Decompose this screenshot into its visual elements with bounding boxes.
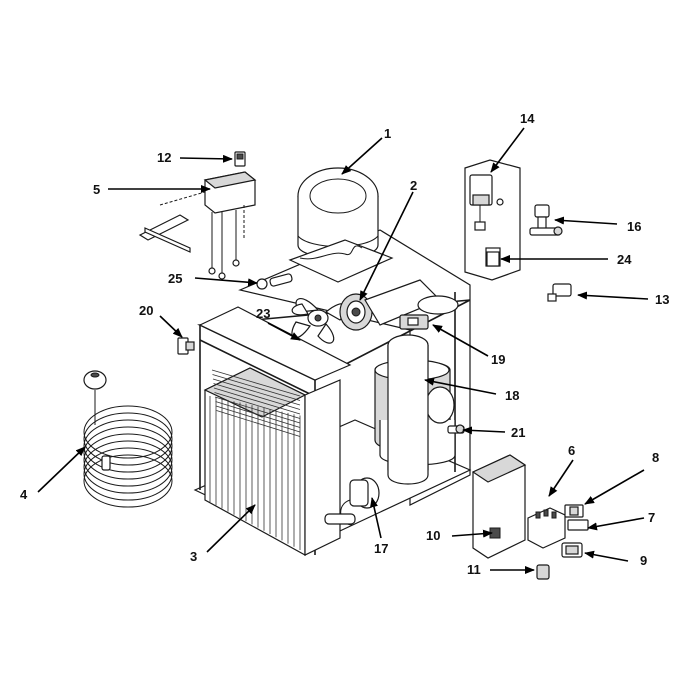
- leader-12: [179, 154, 233, 163]
- callout-10: 10: [426, 528, 440, 543]
- fan-motor: [339, 279, 442, 331]
- leader-9: [584, 550, 629, 562]
- leader-lines: [37, 127, 649, 574]
- condenser-top-fin: [213, 383, 301, 410]
- leader-21: [462, 426, 506, 435]
- condenser-top-fin: [213, 387, 301, 415]
- callout-14: 14: [520, 111, 535, 126]
- control-switch: [486, 251, 500, 267]
- leader-2: [359, 191, 414, 301]
- filter-drier: [256, 273, 293, 290]
- water-inlet-valve: [529, 204, 563, 236]
- leader-13: [577, 291, 649, 300]
- leader-7: [587, 517, 645, 531]
- condenser-top-fin: [214, 392, 301, 419]
- water-level-sensor: [399, 295, 459, 330]
- leader-20: [159, 315, 183, 338]
- compressor: [288, 167, 394, 283]
- callout-9: 9: [640, 553, 647, 568]
- callout-labels: 1 2 3 4 5 6 7 8 9 10 11 12 13 14 16 17 1…: [20, 111, 669, 577]
- leader-17: [370, 497, 382, 539]
- callout-23: 23: [256, 306, 270, 321]
- callout-1: 1: [384, 126, 391, 141]
- coil-ring: [83, 440, 173, 494]
- water-coil-assembly: [83, 370, 173, 508]
- contactor: [527, 507, 566, 549]
- condenser-top-fin: [215, 401, 301, 428]
- coil-ring: [83, 412, 173, 466]
- callout-3: 3: [190, 549, 197, 564]
- callout-16: 16: [627, 219, 641, 234]
- callout-18: 18: [505, 388, 519, 403]
- leader-3: [206, 504, 256, 553]
- callout-21: 21: [511, 425, 525, 440]
- drain-valve: [547, 283, 572, 302]
- leader-4: [37, 446, 86, 493]
- coil-ring: [83, 405, 173, 459]
- callout-5: 5: [93, 182, 100, 197]
- leader-1: [341, 137, 383, 175]
- callout-25: 25: [168, 271, 182, 286]
- leader-8: [584, 469, 645, 505]
- callout-11: 11: [467, 562, 481, 577]
- callout-7: 7: [648, 510, 655, 525]
- callout-6: 6: [568, 443, 575, 458]
- callout-20: 20: [139, 303, 153, 318]
- callout-17: 17: [374, 541, 388, 556]
- leader-19: [432, 324, 489, 357]
- electrical-box: [471, 454, 527, 559]
- leader-23: [267, 322, 301, 341]
- leader-18: [424, 377, 497, 395]
- condenser-top-fin: [216, 410, 301, 437]
- capacitor-bracket: [567, 519, 589, 531]
- callout-4: 4: [20, 487, 28, 502]
- water-level-probe: [138, 171, 257, 280]
- coil-ring: [83, 419, 173, 473]
- coil-ring: [83, 454, 173, 508]
- condenser-top-fin: [212, 378, 301, 406]
- leader-25: [194, 277, 258, 287]
- callout-13: 13: [655, 292, 669, 307]
- callout-12: 12: [157, 150, 171, 165]
- mounting-bracket: [177, 337, 195, 355]
- coil-ring: [83, 447, 173, 501]
- callout-19: 19: [491, 352, 505, 367]
- callout-8: 8: [652, 450, 659, 465]
- water-pump: [324, 477, 380, 526]
- condenser-top-fin: [214, 396, 301, 424]
- coil-ring: [83, 426, 173, 480]
- leader-14: [490, 127, 525, 173]
- capacitor: [561, 542, 583, 558]
- water-inlet-fitting: [447, 424, 465, 434]
- condenser-top-fin: [211, 369, 301, 397]
- condenser-coil: [203, 367, 341, 557]
- callout-2: 2: [410, 178, 417, 193]
- condenser-top-fin: [212, 374, 301, 401]
- start-relay: [564, 504, 584, 518]
- toggle-switch: [536, 564, 550, 580]
- leader-6: [548, 459, 574, 497]
- coil-ring: [83, 433, 173, 487]
- leader-16: [554, 216, 618, 225]
- callout-24: 24: [617, 252, 632, 267]
- leader-10: [451, 529, 493, 538]
- probe-connector: [234, 151, 246, 167]
- condenser-top-fin: [215, 405, 301, 433]
